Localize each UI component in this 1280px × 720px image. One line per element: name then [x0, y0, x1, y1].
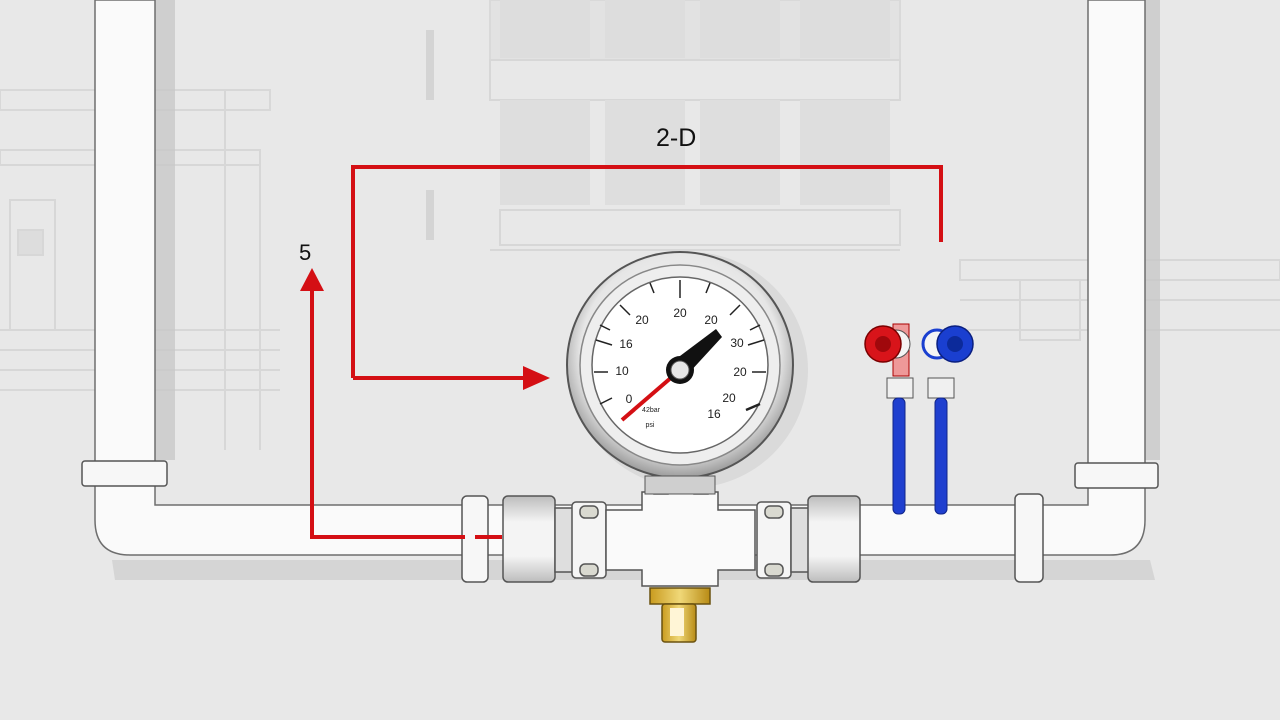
hot-valve — [864, 323, 914, 515]
svg-text:10: 10 — [615, 364, 629, 378]
dimension-label-5: 5 — [299, 240, 312, 265]
arrow-head-right — [523, 366, 550, 390]
pipe-clamps — [81, 460, 1159, 583]
svg-text:20: 20 — [733, 365, 747, 379]
cold-valve — [921, 325, 974, 515]
svg-text:20: 20 — [673, 306, 687, 320]
background-building-sketch — [0, 0, 1280, 450]
svg-text:20: 20 — [635, 313, 649, 327]
svg-text:20: 20 — [704, 313, 718, 327]
right-union-fitting — [756, 495, 861, 583]
svg-text:psi: psi — [646, 422, 655, 429]
arrow-head-up — [300, 268, 324, 291]
brass-drain-fitting — [649, 587, 711, 643]
left-union-fitting — [502, 495, 607, 583]
red-dimension-arrows — [310, 165, 943, 539]
dimension-label-2d: 2-D — [656, 124, 697, 152]
svg-text:20: 20 — [722, 391, 736, 405]
svg-text:30: 30 — [730, 336, 744, 350]
svg-text:16: 16 — [619, 337, 633, 351]
svg-text:0: 0 — [626, 392, 633, 406]
svg-text:16: 16 — [707, 407, 721, 421]
svg-text:42bar: 42bar — [642, 407, 661, 414]
pressure-gauge: 20 20 20 16 30 10 20 0 20 16 42bar psi — [566, 251, 808, 495]
